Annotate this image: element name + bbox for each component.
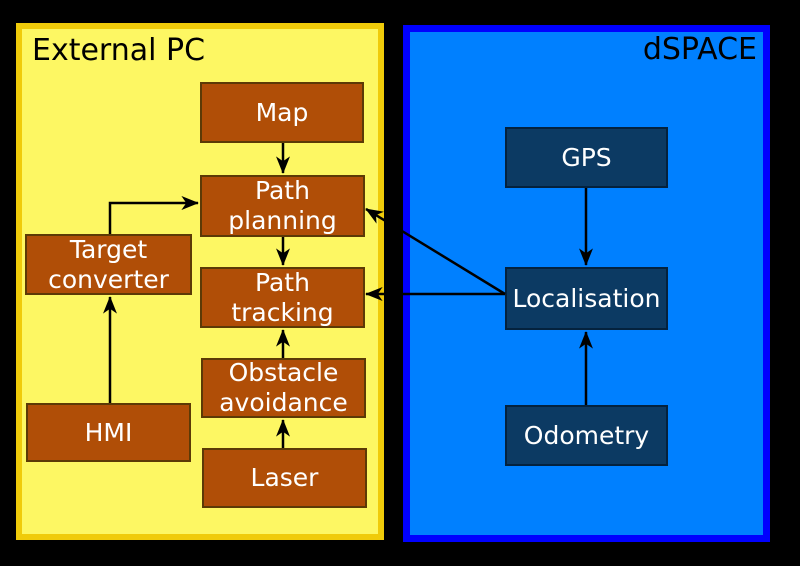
node-path-planning: Path planning [200, 175, 365, 237]
node-localisation: Localisation [505, 267, 668, 330]
container-title-dspace: dSPACE [642, 32, 757, 67]
node-hmi: HMI [26, 403, 191, 462]
node-target-converter-label: Target converter [48, 234, 169, 294]
node-localisation-label: Localisation [512, 283, 661, 313]
node-path-tracking-label: Path tracking [231, 267, 334, 327]
node-target-converter: Target converter [25, 234, 192, 295]
node-map-label: Map [255, 97, 309, 127]
node-path-tracking: Path tracking [200, 267, 365, 328]
node-map: Map [200, 82, 364, 143]
node-odometry-label: Odometry [523, 420, 650, 450]
container-title-external-pc: External PC [32, 33, 206, 68]
node-path-planning-label: Path planning [228, 176, 337, 235]
node-obstacle-avoidance: Obstacle avoidance [201, 358, 366, 418]
node-laser: Laser [202, 448, 367, 508]
node-gps: GPS [505, 127, 668, 188]
node-hmi-label: HMI [84, 417, 133, 447]
node-gps-label: GPS [561, 142, 612, 172]
node-odometry: Odometry [505, 405, 668, 466]
node-obstacle-avoidance-label: Obstacle avoidance [219, 358, 348, 417]
node-laser-label: Laser [250, 463, 319, 492]
